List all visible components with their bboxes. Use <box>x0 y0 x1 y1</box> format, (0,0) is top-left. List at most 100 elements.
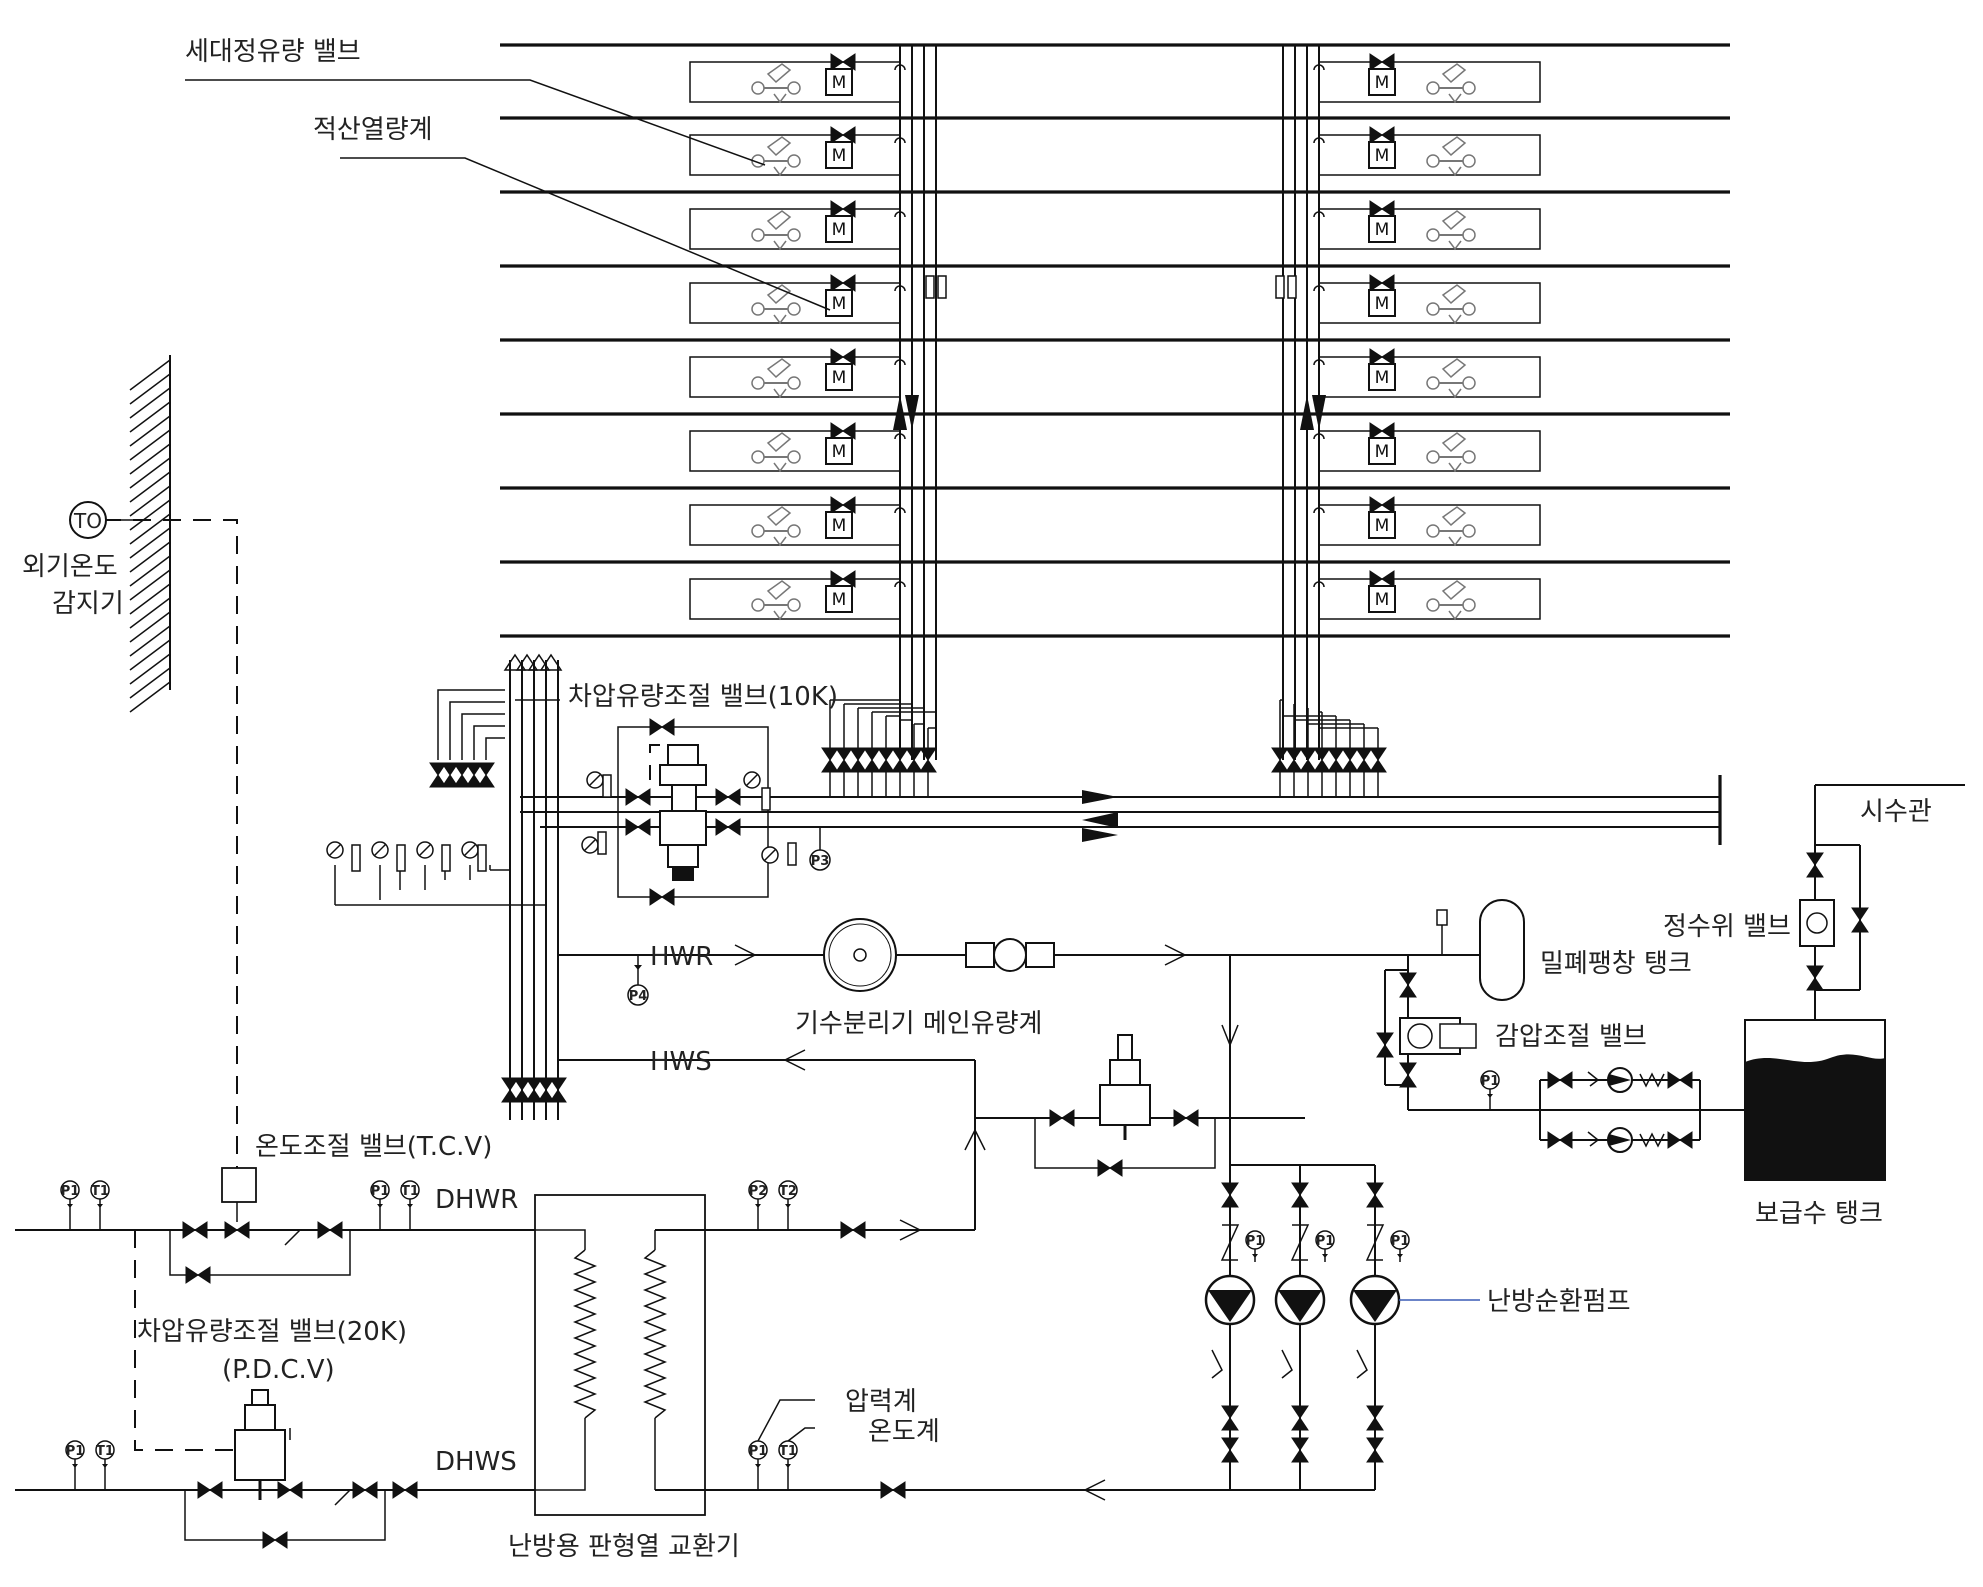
branch-valve <box>830 348 856 366</box>
heat-meter-box <box>1368 437 1396 465</box>
heat-meter-mark: M <box>1375 368 1390 388</box>
label-heat-meter: 적산열량계 <box>313 115 433 145</box>
tag-p4: P4 <box>629 989 648 1004</box>
tag-t1: T1 <box>91 1184 109 1199</box>
label-tcv: 온도조절 밸브(T.C.V) <box>255 1132 492 1162</box>
household-branches-left: M M M M M M M M <box>689 53 906 620</box>
heat-meter-mark: M <box>832 368 847 388</box>
heat-meter-box <box>825 363 853 391</box>
branch-valve <box>1369 126 1395 144</box>
tag-t2: T2 <box>779 1184 797 1199</box>
branch-valve <box>1369 422 1395 440</box>
label-dhwr: DHWR <box>435 1185 518 1215</box>
dhwr-line: P1 T1 P1 T1 P2 T2 <box>15 1167 798 1284</box>
tag-p1: P1 <box>1391 1234 1410 1249</box>
heat-meter-mark: M <box>832 590 847 610</box>
outdoor-sensor: TO <box>69 355 171 713</box>
dhws-line: P1 T1 P1 T1 <box>15 1389 815 1549</box>
bottom-return-line <box>655 1128 1300 1501</box>
plate-heat-exchanger <box>534 1194 706 1516</box>
tag-t1: T1 <box>779 1444 797 1459</box>
heat-meter-box <box>825 511 853 539</box>
label-pressure-gauge: 압력계 <box>845 1387 917 1417</box>
branch-valve <box>830 274 856 292</box>
heat-meter-mark: M <box>832 146 847 166</box>
hwr-hws-lines: P4 <box>558 918 1480 1230</box>
heat-meter-box <box>825 215 853 243</box>
riser-flow-arrows <box>893 395 1326 430</box>
tag-p1: P1 <box>1316 1234 1335 1249</box>
heat-meter-mark: M <box>832 516 847 536</box>
branch-valve <box>830 570 856 588</box>
heat-meter-box <box>1368 68 1396 96</box>
left-gauges <box>326 841 487 872</box>
label-plate-heat-exchanger: 난방용 판형열 교환기 <box>508 1532 740 1562</box>
heat-meter-box <box>1368 215 1396 243</box>
label-dhws: DHWS <box>435 1447 517 1477</box>
tag-p1: P1 <box>371 1184 390 1199</box>
heat-meter-box <box>825 585 853 613</box>
branch-valve <box>1369 570 1395 588</box>
labels: 세대정유량 밸브 적산열량계 외기온도 감지기 차압유량조절 밸브(10K) H… <box>22 37 1932 1562</box>
branch-valve <box>830 200 856 218</box>
heat-meter-mark: M <box>1375 442 1390 462</box>
heat-meter-mark: M <box>832 220 847 240</box>
tag-p1: P1 <box>1481 1074 1500 1089</box>
heat-meter-mark: M <box>1375 73 1390 93</box>
left-header-stack <box>334 653 563 1120</box>
heat-meter-box <box>825 437 853 465</box>
label-constant-water-valve: 정수위 밸브 <box>1663 912 1791 942</box>
branch-valve <box>830 126 856 144</box>
branch-valve <box>830 496 856 514</box>
tag-t1: T1 <box>96 1444 114 1459</box>
heat-meter-box <box>1368 585 1396 613</box>
tag-p2: P2 <box>749 1184 768 1199</box>
heat-meter-box <box>825 289 853 317</box>
riser-valves-left <box>821 699 937 797</box>
heat-meter-mark: M <box>1375 294 1390 314</box>
heat-meter-mark: M <box>1375 146 1390 166</box>
tag-p1: P1 <box>61 1184 80 1199</box>
risers-left <box>899 45 937 760</box>
heat-meter-box <box>1368 289 1396 317</box>
label-pdcv-20k-1: 차압유량조절 밸브(20K) <box>137 1317 407 1347</box>
branch-valve <box>830 422 856 440</box>
tag-p1: P1 <box>66 1444 85 1459</box>
heat-meter-mark: M <box>832 73 847 93</box>
label-thermometer: 온도계 <box>868 1417 940 1447</box>
leader-lines <box>185 79 831 701</box>
branch-valve <box>1369 496 1395 514</box>
control-lines <box>103 519 291 1451</box>
branch-valve <box>1369 348 1395 366</box>
heat-meter-mark: M <box>832 294 847 314</box>
circulation-pumps: P1 P1 P1 <box>1204 955 1480 1491</box>
label-hws: HWS <box>650 1047 712 1077</box>
label-makeup-tank: 보급수 탱크 <box>1755 1199 1883 1229</box>
label-outdoor-sensor-1: 외기온도 <box>22 552 118 582</box>
branch-valve <box>1369 200 1395 218</box>
label-pdcv-10k: 차압유량조절 밸브(10K) <box>568 682 838 712</box>
label-expansion-tank: 밀폐팽창 탱크 <box>1540 949 1692 979</box>
heat-meter-box <box>1368 363 1396 391</box>
branch-valve <box>830 53 856 71</box>
heat-meter-mark: M <box>1375 516 1390 536</box>
pdcv-10k-assembly: P3 <box>560 718 880 906</box>
heat-meter-box <box>1368 141 1396 169</box>
riser-strainers <box>925 275 1297 299</box>
center-valve-group <box>975 1034 1305 1177</box>
heat-meter-box <box>825 68 853 96</box>
tag-t1: T1 <box>401 1184 419 1199</box>
heat-meter-mark: M <box>832 442 847 462</box>
label-air-separator: 기수분리기 메인유량계 <box>795 1009 1042 1039</box>
tag-p1: P1 <box>1246 1234 1265 1249</box>
floor-lines <box>500 43 1730 638</box>
riser-valves-right <box>1271 699 1387 797</box>
expansion-system: P1 <box>1376 784 1965 1181</box>
branch-valve <box>1369 274 1395 292</box>
label-heating-pump: 난방순환펌프 <box>1487 1287 1631 1317</box>
heat-meter-mark: M <box>1375 590 1390 610</box>
label-city-water: 시수관 <box>1860 797 1932 827</box>
label-household-flow-valve: 세대정유량 밸브 <box>185 37 361 67</box>
label-prv: 감압조절 밸브 <box>1495 1022 1647 1052</box>
